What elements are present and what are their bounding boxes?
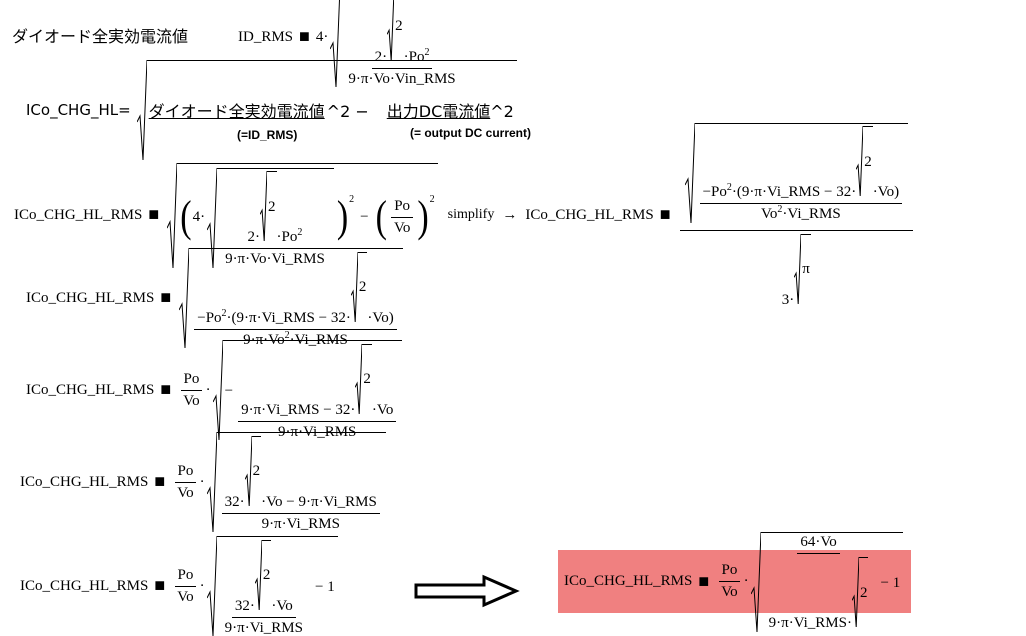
diode-rms-term: ダイオード全実効電流値 xyxy=(148,101,325,121)
result-arrow-icon xyxy=(414,574,520,608)
define-symbol: ■ xyxy=(299,26,310,46)
sqrt: ダイオード全実効電流値 ^2 − 出力DC電流値 ^2 xyxy=(137,60,517,160)
simplified-result: −Po2·(9·π·Vi_RMS − 32·2·Vo) Vo2·Vi_RMS 3… xyxy=(679,122,914,308)
coefficient: 4· xyxy=(315,28,329,45)
rhs-lhs: ICo_CHG_HL_RMS xyxy=(525,206,654,223)
note-output-dc: (= output DC current) xyxy=(410,126,531,140)
arrow: → xyxy=(502,206,518,223)
equation-rms-expanded: ICo_CHG_HL_RMS ■ ( 4· 2·2·Po2 9·π·Vo·Vi_… xyxy=(14,122,916,307)
note-id-rms: (=ID_RMS) xyxy=(237,128,298,142)
output-dc-term: 出力DC電流値 xyxy=(386,101,491,121)
equation-rms-step1: ICo_CHG_HL_RMS ■ −Po2·(9·π·Vi_RMS − 32·2… xyxy=(26,248,405,334)
lhs-id-rms: ID_RMS xyxy=(238,28,294,45)
equation-diode-rms: ダイオード全実効電流値 ID_RMS ■ 4· 2·2·Po2 9·π·Vo·V… xyxy=(12,6,467,68)
diode-rms-label: ダイオード全実効電流値 xyxy=(12,27,189,46)
simplify-keyword: simplify xyxy=(447,207,495,222)
lhs: ICo_CHG_HL_RMS xyxy=(14,206,143,223)
equation-ico-chg-hl: ICo_CHG_HL= ダイオード全実効電流値 ^2 − 出力DC電流値 ^2 xyxy=(26,60,519,124)
lhs-ico-chg-hl: ICo_CHG_HL= xyxy=(26,100,131,119)
